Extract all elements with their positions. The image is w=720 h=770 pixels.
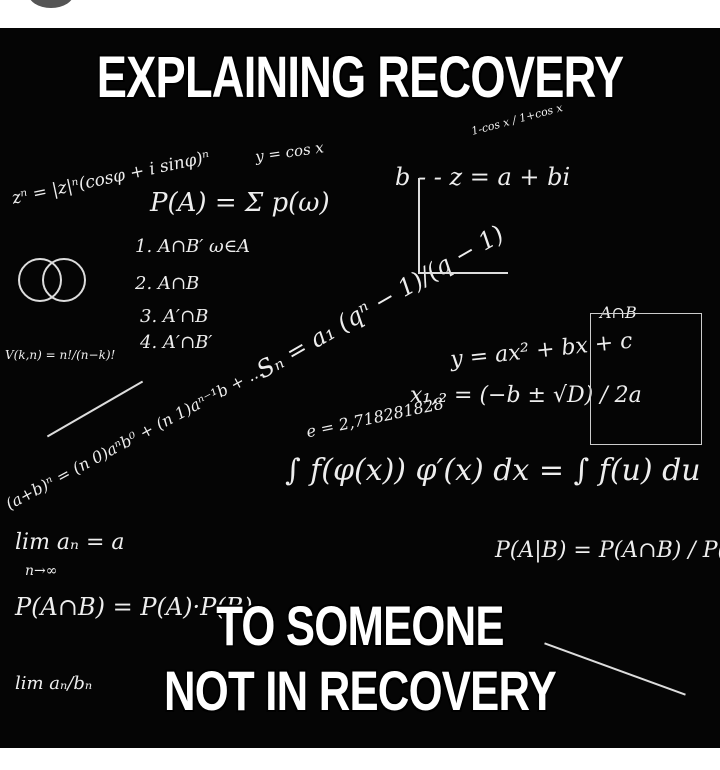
scribble: A∩B [600, 303, 637, 322]
avatar [28, 0, 74, 8]
top-caption: EXPLAINING RECOVERY [96, 45, 624, 110]
axis-line [418, 178, 420, 273]
scribble: b - - z = a + bi [395, 163, 571, 191]
scribble: n→∞ [25, 563, 58, 579]
scribble: ∫ f(φ(x)) φ′(x) dx = ∫ f(u) du [285, 453, 701, 488]
scribble: e = 2,718281828 [304, 393, 446, 442]
scribble: x₁,₂ = (−b ± √D) / 2a [410, 383, 642, 408]
scribble: 2. A∩B [135, 273, 200, 294]
scribble: 4. A′∩B′ [140, 332, 213, 353]
scribble: P(A) = Σ p(ω) [150, 188, 330, 218]
scribble: y = cos x [254, 138, 325, 166]
venn-circle [42, 258, 86, 302]
scribble: lim aₙ = a [15, 530, 125, 555]
chalkboard-meme-image: zⁿ = |z|ⁿ(cosφ + i sinφ)ⁿ y = cos x P(A)… [0, 28, 720, 748]
bottom-caption-line-2: NOT IN RECOVERY [164, 659, 557, 722]
truth-table [590, 313, 702, 445]
scribble: V(k,n) = n!/(n−k)! [5, 348, 116, 362]
scribble: P(A|B) = P(A∩B) / P(B) [495, 538, 720, 563]
scribble: P(A∩B) = P(A)·P(B) [15, 593, 253, 621]
scribble: 3. A′∩B [140, 306, 209, 327]
axis-line [418, 272, 508, 274]
scribble: lim aₙ/bₙ [15, 673, 93, 694]
bottom-caption-line-1: TO SOMEONE [216, 594, 504, 657]
scribble: 1. A∩B′ ω∈A [135, 236, 251, 257]
